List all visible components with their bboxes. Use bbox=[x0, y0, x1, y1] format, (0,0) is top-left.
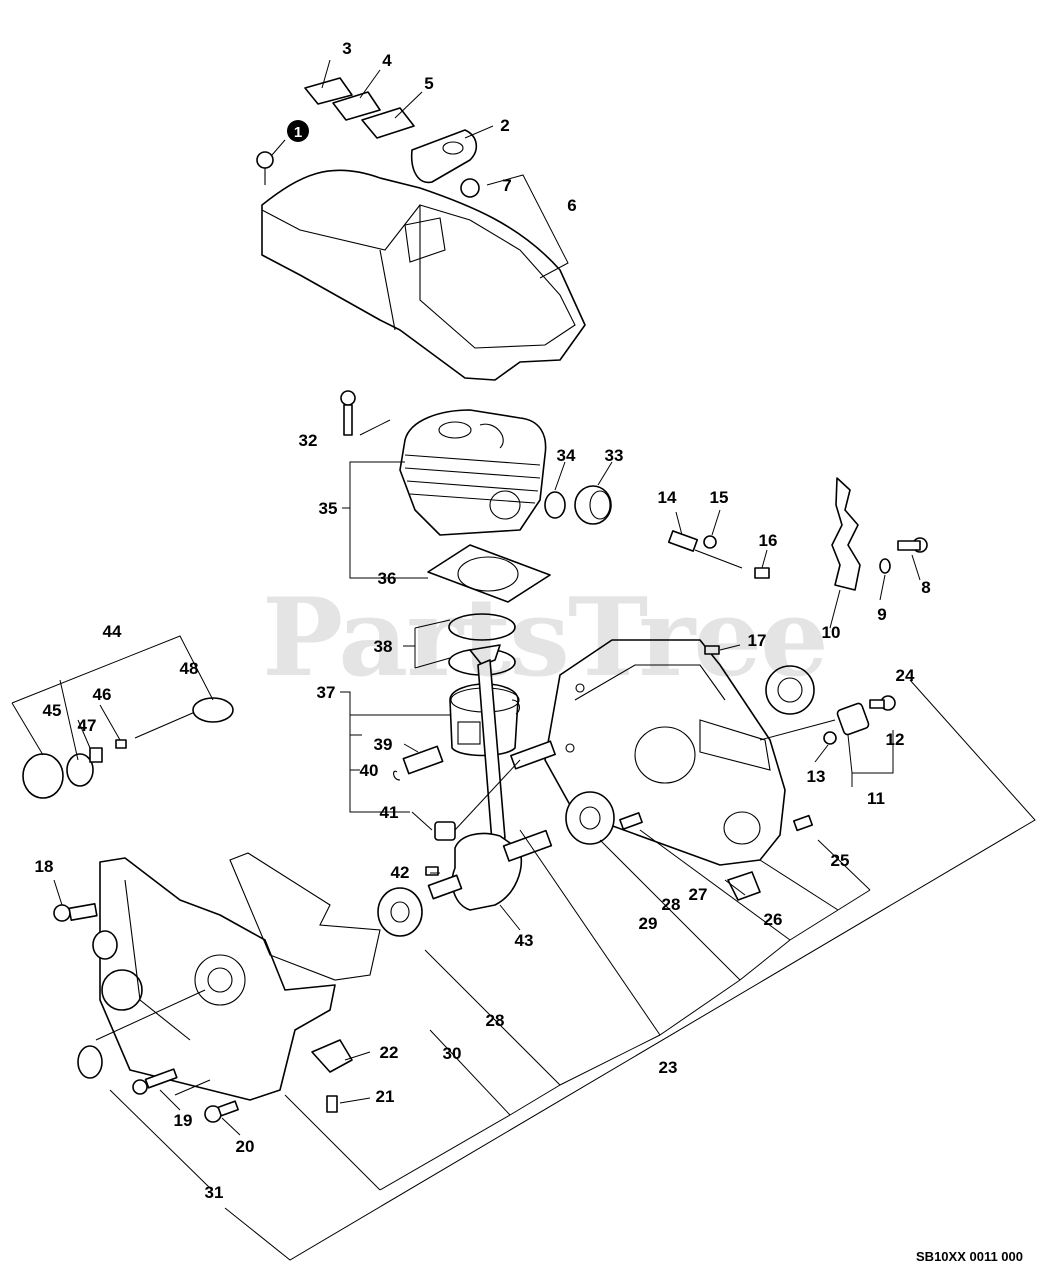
callout-32: 32 bbox=[299, 431, 318, 450]
callout-42: 42 bbox=[391, 863, 410, 882]
callout-1: 1 bbox=[294, 124, 302, 141]
callout-40: 40 bbox=[360, 761, 379, 780]
chain-catcher bbox=[831, 477, 861, 591]
callout-14: 14 bbox=[658, 488, 677, 507]
buffer-11 bbox=[823, 695, 896, 745]
diagram-code: SB10XX 0011 000 bbox=[916, 1249, 1023, 1264]
callout-24: 24 bbox=[896, 666, 915, 685]
callout-45: 45 bbox=[43, 701, 62, 720]
callout-38: 38 bbox=[374, 637, 393, 656]
new-part-badge bbox=[287, 120, 309, 142]
dowel-pin-27 bbox=[619, 812, 643, 830]
callout-31: 31 bbox=[205, 1183, 224, 1202]
callout-12: 12 bbox=[886, 730, 905, 749]
bracket-22 bbox=[311, 1039, 353, 1073]
callout-36: 36 bbox=[378, 569, 397, 588]
spring-17 bbox=[704, 645, 720, 655]
callout-35: 35 bbox=[319, 499, 338, 518]
callout-44: 44 bbox=[103, 622, 122, 641]
callout-28-right: 28 bbox=[662, 895, 681, 914]
callout-11: 11 bbox=[867, 789, 885, 808]
oil-pump-gear bbox=[765, 665, 815, 715]
callout-4: 4 bbox=[382, 51, 392, 70]
callout-22: 22 bbox=[380, 1043, 399, 1062]
callout-46: 46 bbox=[93, 685, 112, 704]
needle-bearing bbox=[434, 821, 456, 841]
callout-16: 16 bbox=[759, 531, 778, 550]
crankcase-left bbox=[92, 857, 336, 1101]
callout-29: 29 bbox=[639, 914, 658, 933]
callout-15: 15 bbox=[710, 488, 729, 507]
bolt-18 bbox=[53, 903, 98, 922]
callout-47: 47 bbox=[78, 716, 97, 735]
callout-27: 27 bbox=[689, 885, 708, 904]
top-cover bbox=[261, 169, 586, 381]
catcher-bolt bbox=[879, 537, 928, 574]
callout-19: 19 bbox=[174, 1111, 193, 1130]
cylinder-bolt bbox=[340, 390, 391, 436]
callout-8: 8 bbox=[921, 578, 930, 597]
callout-48: 48 bbox=[180, 659, 199, 678]
callout-21: 21 bbox=[376, 1087, 395, 1106]
callout-18: 18 bbox=[35, 857, 54, 876]
callout-17: 17 bbox=[748, 631, 767, 650]
stud-21 bbox=[326, 1095, 338, 1113]
cover-plate bbox=[410, 129, 478, 184]
callout-37: 37 bbox=[317, 683, 336, 702]
cylinder-gasket bbox=[427, 544, 551, 603]
callout-2: 2 bbox=[500, 116, 509, 135]
callout-33: 33 bbox=[605, 446, 624, 465]
callout-25: 25 bbox=[831, 851, 850, 870]
oil-cap bbox=[22, 697, 234, 799]
main-bearing-right bbox=[565, 791, 615, 845]
main-bearing-left bbox=[377, 887, 423, 937]
seal-31 bbox=[77, 1045, 103, 1079]
crankshaft bbox=[425, 644, 553, 911]
callout-5: 5 bbox=[424, 74, 433, 93]
rubber-plug bbox=[727, 871, 761, 901]
callout-41: 41 bbox=[380, 803, 399, 822]
bolt-19 bbox=[132, 1068, 178, 1095]
callout-3: 3 bbox=[342, 39, 351, 58]
bolt-20 bbox=[204, 1100, 239, 1123]
oil-adjust-screw bbox=[667, 530, 770, 579]
callout-10: 10 bbox=[822, 623, 841, 642]
callout-20: 20 bbox=[236, 1137, 255, 1156]
callout-28-left: 28 bbox=[486, 1011, 505, 1030]
cover-screw bbox=[256, 151, 274, 185]
muffler-gasket-34 bbox=[544, 491, 566, 519]
leader-lines-piston bbox=[340, 619, 451, 831]
callout-43: 43 bbox=[515, 931, 534, 950]
callout-7: 7 bbox=[502, 176, 511, 195]
callout-30: 30 bbox=[443, 1044, 462, 1063]
piston-pin bbox=[402, 745, 444, 775]
intake-boot-33 bbox=[574, 485, 612, 525]
cover-knob bbox=[460, 178, 480, 198]
stud-29 bbox=[510, 740, 556, 770]
gasket-30 bbox=[229, 852, 381, 981]
callout-34: 34 bbox=[557, 446, 576, 465]
filter-labels bbox=[304, 77, 415, 139]
callout-23: 23 bbox=[659, 1058, 678, 1077]
callout-13: 13 bbox=[807, 767, 826, 786]
callout-26: 26 bbox=[764, 910, 783, 929]
leader-lines-top bbox=[271, 59, 569, 279]
callout-39: 39 bbox=[374, 735, 393, 754]
callouts: 1 2 3 4 5 6 7 8 9 10 11 12 13 14 15 16 1… bbox=[35, 39, 931, 1202]
pin-clip bbox=[393, 699, 521, 781]
callout-9: 9 bbox=[877, 605, 886, 624]
leader-lines-bottom bbox=[11, 509, 1036, 1261]
dowel-pin-25 bbox=[792, 814, 814, 832]
cylinder bbox=[399, 409, 547, 536]
leader-lines-cylinder bbox=[342, 461, 613, 579]
callout-6: 6 bbox=[567, 196, 576, 215]
